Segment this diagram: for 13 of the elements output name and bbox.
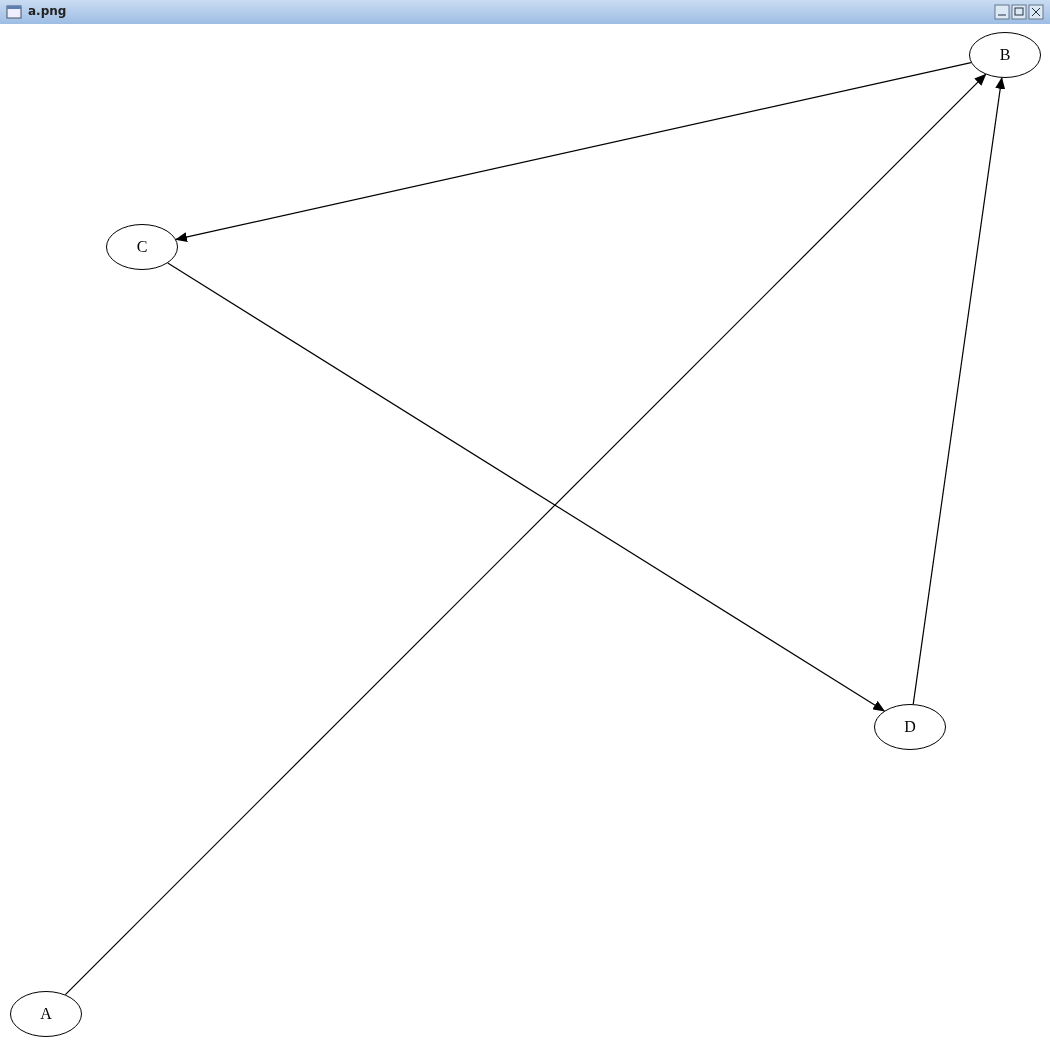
node-ellipse <box>106 224 178 270</box>
arrow <box>912 76 1006 705</box>
node-label: D <box>904 718 916 736</box>
arrow <box>64 73 987 996</box>
node-ellipse <box>969 32 1041 78</box>
node-ellipse <box>874 704 946 750</box>
node-label: B <box>999 46 1011 64</box>
window-title: a.png <box>28 4 67 18</box>
node-ellipse <box>10 991 82 1037</box>
node-label: C <box>136 238 148 256</box>
arrow <box>167 262 886 712</box>
arrow <box>175 61 972 242</box>
node-label: A <box>40 1005 52 1023</box>
